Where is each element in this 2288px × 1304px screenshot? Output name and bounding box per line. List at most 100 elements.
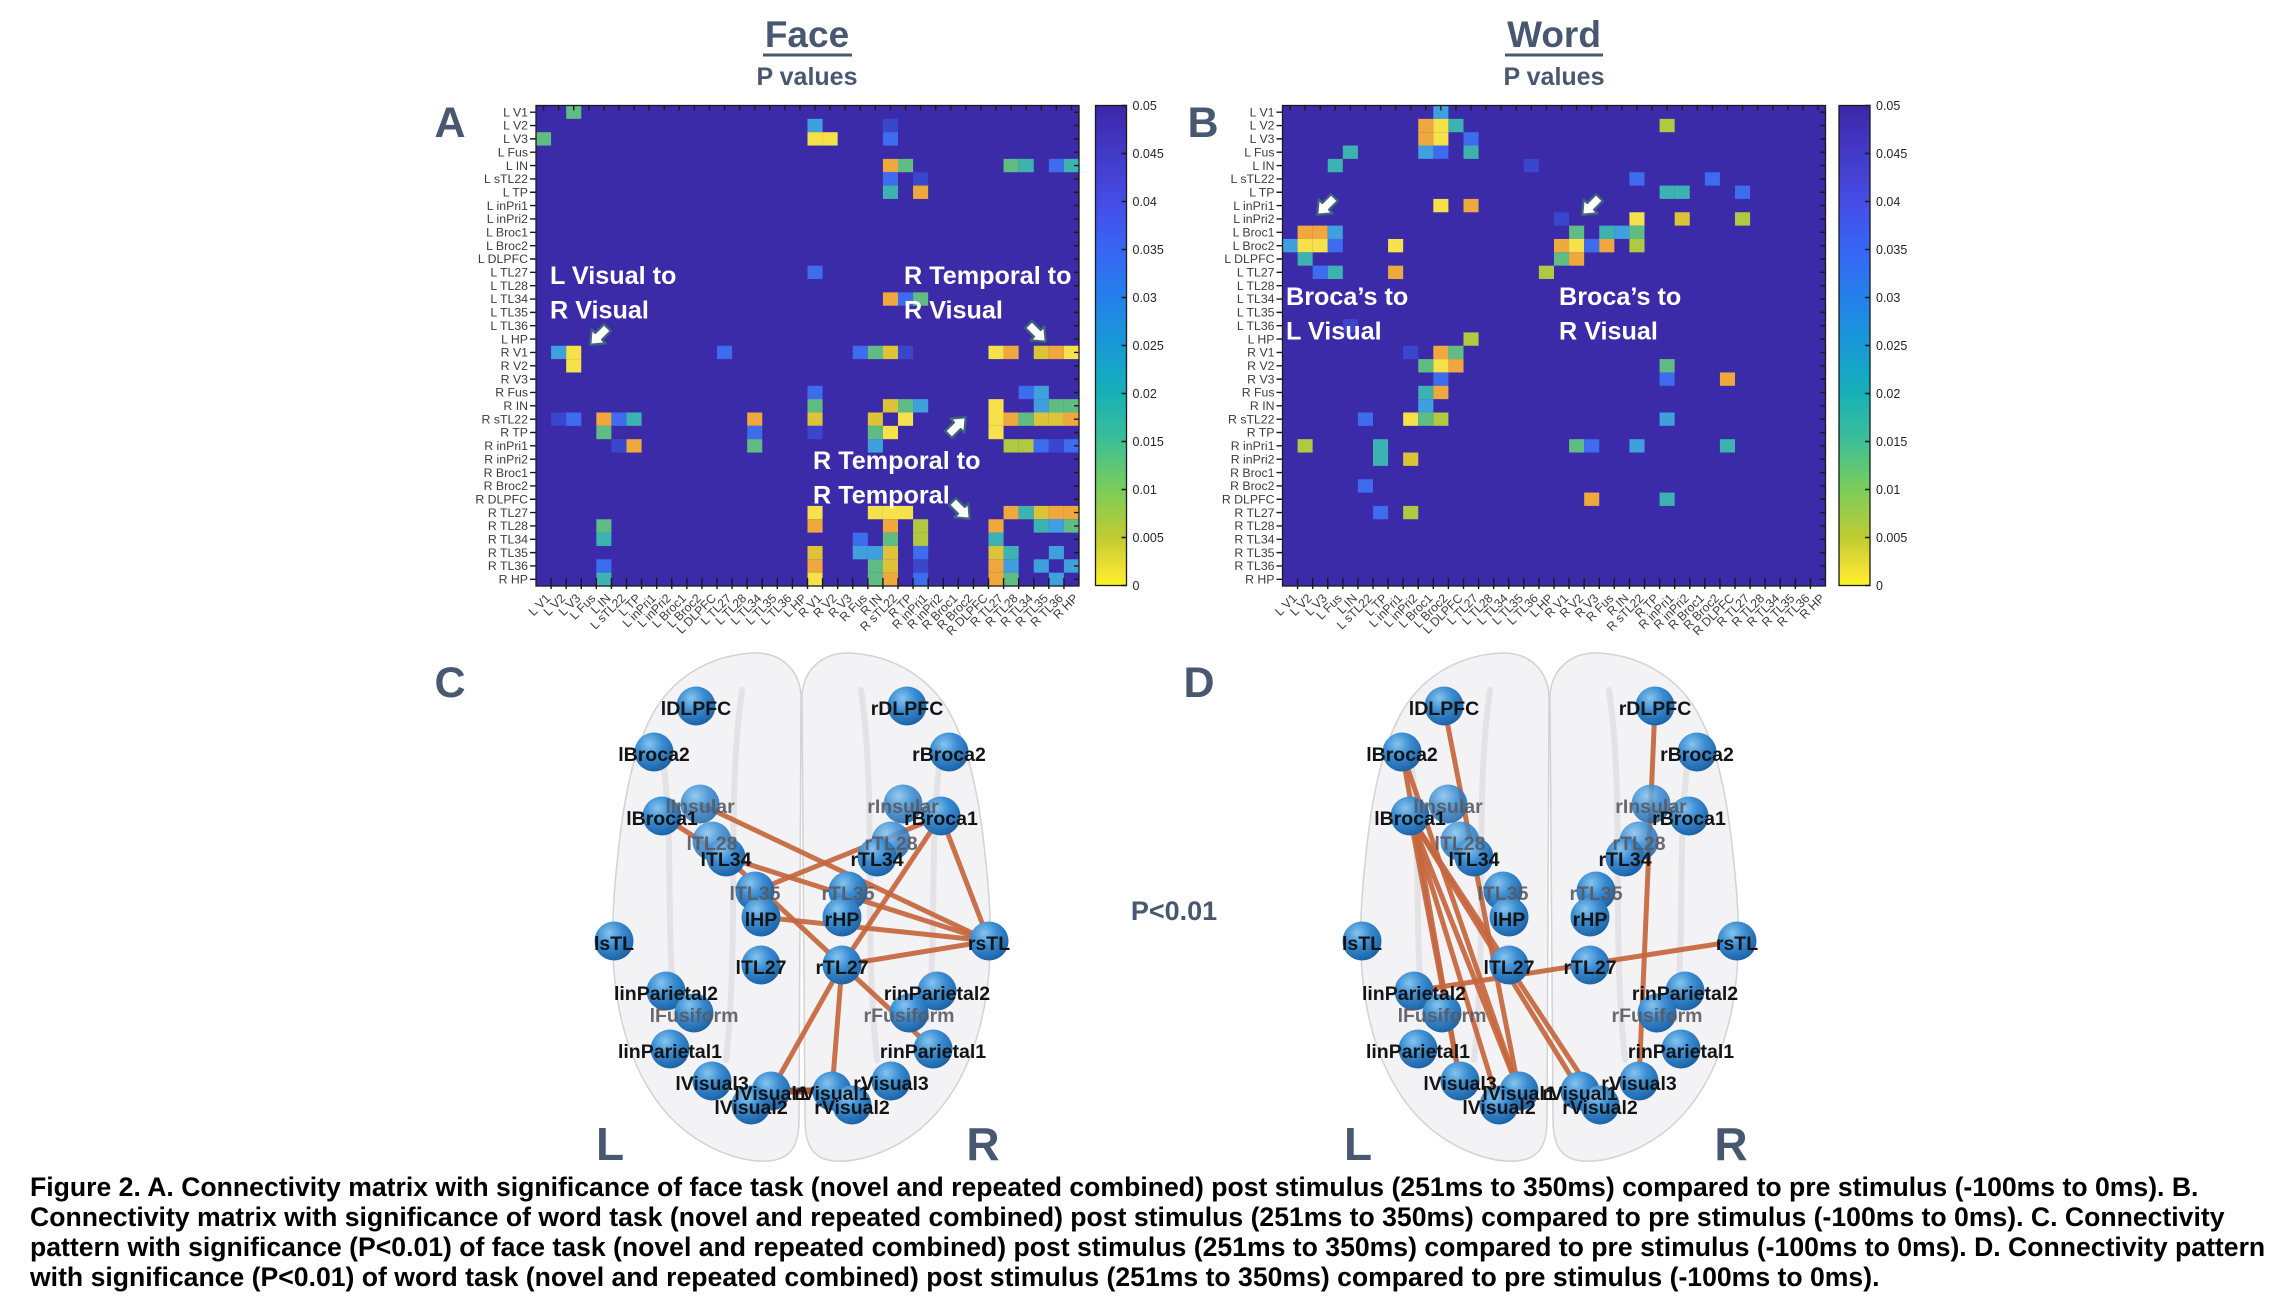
svg-text:Broca’s to: Broca’s to [1286, 283, 1408, 311]
svg-text:R V3: R V3 [501, 372, 528, 386]
svg-text:lVisual3: lVisual3 [675, 1073, 749, 1095]
svg-text:lTL35: lTL35 [730, 883, 781, 905]
svg-text:R Visual: R Visual [904, 297, 1003, 325]
svg-text:L inPri1: L inPri1 [487, 199, 528, 213]
svg-text:rsTL: rsTL [1716, 933, 1758, 955]
svg-text:with significance (P<0.01) of: with significance (P<0.01) of word task … [29, 1262, 1879, 1292]
svg-text:rTL34: rTL34 [1598, 849, 1651, 871]
svg-text:L: L [596, 1118, 624, 1170]
svg-text:lVisual1: lVisual1 [734, 1083, 808, 1105]
svg-text:rTL28: rTL28 [864, 833, 917, 855]
svg-text:rVisual1: rVisual1 [1542, 1083, 1618, 1105]
svg-text:rBroca2: rBroca2 [912, 744, 986, 766]
svg-text:lInsular: lInsular [665, 796, 735, 818]
svg-text:R TL35: R TL35 [488, 546, 528, 560]
svg-text:P values: P values [756, 63, 857, 91]
svg-text:R TL36: R TL36 [488, 559, 528, 573]
svg-text:0.01: 0.01 [1133, 483, 1157, 497]
svg-text:R TL28: R TL28 [488, 519, 528, 533]
svg-text:R Temporal to: R Temporal to [813, 447, 980, 475]
svg-text:L TL36: L TL36 [1237, 319, 1275, 333]
svg-text:L TL35: L TL35 [1237, 306, 1275, 320]
svg-text:lBroca1: lBroca1 [626, 808, 698, 830]
svg-text:0.045: 0.045 [1133, 147, 1164, 161]
svg-text:rInsular: rInsular [867, 796, 939, 818]
svg-text:lTL27: lTL27 [1484, 957, 1535, 979]
svg-text:R TL36: R TL36 [1234, 559, 1274, 573]
svg-text:lsTL: lsTL [594, 933, 634, 955]
svg-text:rinParietal2: rinParietal2 [1632, 983, 1738, 1005]
svg-text:R V2: R V2 [1247, 359, 1274, 373]
svg-text:R Visual: R Visual [550, 297, 649, 325]
svg-text:lHP: lHP [1493, 909, 1526, 931]
svg-text:rTL27: rTL27 [815, 957, 868, 979]
svg-text:L TP: L TP [503, 185, 528, 199]
svg-text:lBroca2: lBroca2 [1366, 744, 1438, 766]
svg-text:R V3: R V3 [1247, 372, 1274, 386]
svg-text:lTL35: lTL35 [1478, 883, 1529, 905]
svg-text:linParietal1: linParietal1 [618, 1041, 722, 1063]
svg-text:0.035: 0.035 [1876, 243, 1907, 257]
svg-text:lDLPFC: lDLPFC [661, 698, 731, 720]
svg-text:R inPri2: R inPri2 [1231, 452, 1275, 466]
svg-text:L inPri2: L inPri2 [1233, 212, 1274, 226]
svg-text:linParietal2: linParietal2 [1362, 983, 1466, 1005]
svg-text:L TL28: L TL28 [490, 279, 528, 293]
svg-text:lVisual1: lVisual1 [1482, 1083, 1556, 1105]
svg-text:D: D [1183, 659, 1214, 707]
svg-text:L TL27: L TL27 [490, 266, 528, 280]
svg-text:Connectivity matrix with signi: Connectivity matrix with significance of… [30, 1202, 2225, 1232]
svg-text:L TL34: L TL34 [1237, 292, 1275, 306]
svg-text:0.005: 0.005 [1876, 531, 1907, 545]
svg-text:L sTL22: L sTL22 [484, 172, 528, 186]
svg-text:rHP: rHP [825, 909, 860, 931]
svg-text:L DLPFC: L DLPFC [1224, 252, 1274, 266]
svg-text:R inPri1: R inPri1 [1231, 439, 1275, 453]
svg-text:lTL34: lTL34 [1449, 849, 1500, 871]
svg-text:L Fus: L Fus [1244, 145, 1274, 159]
svg-text:L Broc2: L Broc2 [1233, 239, 1275, 253]
svg-text:L V3: L V3 [1250, 132, 1275, 146]
svg-text:rBroca2: rBroca2 [1660, 744, 1734, 766]
svg-text:R sTL22: R sTL22 [1228, 412, 1275, 426]
svg-text:0.025: 0.025 [1133, 339, 1164, 353]
svg-text:L Fus: L Fus [498, 145, 528, 159]
svg-text:lDLPFC: lDLPFC [1409, 698, 1479, 720]
svg-text:rTL35: rTL35 [1569, 883, 1622, 905]
svg-text:R Visual: R Visual [1559, 318, 1658, 346]
svg-text:lTL28: lTL28 [687, 833, 738, 855]
svg-text:L V3: L V3 [503, 132, 528, 146]
svg-text:R TP: R TP [1247, 426, 1275, 440]
svg-text:lBroca1: lBroca1 [1374, 808, 1446, 830]
svg-text:A: A [434, 99, 465, 147]
svg-text:R DLPFC: R DLPFC [475, 492, 528, 506]
svg-text:R inPri1: R inPri1 [484, 439, 528, 453]
svg-text:0.05: 0.05 [1876, 99, 1900, 113]
svg-text:rVisual1: rVisual1 [794, 1083, 870, 1105]
svg-text:L TL34: L TL34 [490, 292, 528, 306]
svg-text:L DLPFC: L DLPFC [478, 252, 528, 266]
svg-text:R sTL22: R sTL22 [482, 412, 529, 426]
svg-text:lFusiform: lFusiform [650, 1005, 739, 1027]
svg-text:rTL35: rTL35 [821, 883, 874, 905]
svg-text:L sTL22: L sTL22 [1231, 172, 1275, 186]
svg-text:R V2: R V2 [501, 359, 528, 373]
svg-text:L V2: L V2 [1250, 119, 1275, 133]
svg-text:R TL35: R TL35 [1234, 546, 1274, 560]
svg-text:L Broc1: L Broc1 [1233, 226, 1275, 240]
svg-text:L Visual to: L Visual to [550, 262, 676, 290]
svg-text:L HP: L HP [1248, 332, 1275, 346]
svg-text:R TL28: R TL28 [1234, 519, 1274, 533]
svg-text:R Broc2: R Broc2 [484, 479, 529, 493]
svg-text:pattern with significance (P<0: pattern with significance (P<0.01) of fa… [30, 1232, 2265, 1262]
svg-text:L TP: L TP [1249, 185, 1274, 199]
svg-text:rDLPFC: rDLPFC [1619, 698, 1692, 720]
svg-text:R Broc1: R Broc1 [484, 466, 529, 480]
svg-text:R V1: R V1 [501, 346, 528, 360]
svg-text:0.015: 0.015 [1133, 435, 1164, 449]
svg-text:R Fus: R Fus [1242, 386, 1275, 400]
svg-text:rVisual2: rVisual2 [1562, 1097, 1638, 1119]
svg-text:linParietal2: linParietal2 [614, 983, 718, 1005]
svg-text:L inPri1: L inPri1 [1233, 199, 1274, 213]
svg-text:R IN: R IN [503, 399, 528, 413]
